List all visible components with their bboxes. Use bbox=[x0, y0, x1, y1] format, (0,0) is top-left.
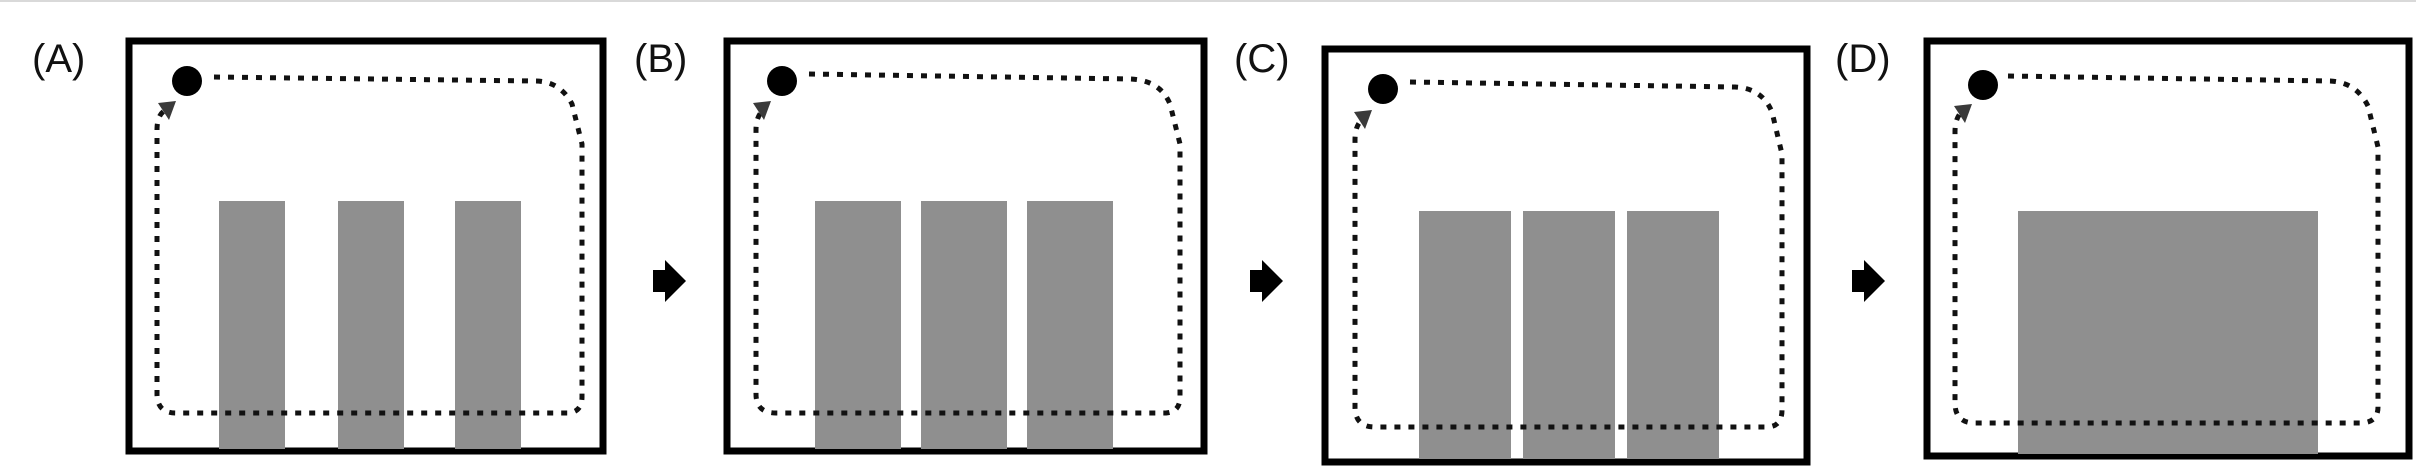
arrow-right-icon-3 bbox=[1852, 260, 1885, 302]
panel-b bbox=[723, 37, 1208, 455]
panel-d bbox=[1923, 37, 2413, 460]
panel-b-bar-1 bbox=[815, 201, 901, 449]
panel-label-c: (C) bbox=[1234, 37, 1290, 81]
panel-c-bar-3 bbox=[1627, 211, 1719, 459]
panel-d-robot-icon bbox=[1968, 70, 1998, 100]
panel-a bbox=[125, 37, 607, 455]
panel-b-bar-3 bbox=[1027, 201, 1113, 449]
panel-label-b: (B) bbox=[634, 37, 688, 81]
panel-b-robot-path bbox=[753, 71, 1183, 416]
arrow-right-icon-1 bbox=[653, 260, 686, 302]
panel-a-bar-1 bbox=[219, 201, 285, 449]
panel-c-bar-2 bbox=[1523, 211, 1615, 459]
panel-label-d: (D) bbox=[1835, 37, 1891, 81]
panel-d-robot-path bbox=[1952, 73, 2381, 426]
panel-c-heading-icon bbox=[1354, 110, 1372, 129]
panel-d-heading-icon bbox=[1954, 104, 1972, 123]
panel-a-bar-2 bbox=[338, 201, 404, 449]
panel-c-bar-1 bbox=[1419, 211, 1511, 459]
panel-d-bar-merged bbox=[2018, 211, 2318, 454]
panel-a-bar-3 bbox=[455, 201, 521, 449]
panel-a-robot-path bbox=[154, 74, 585, 416]
panel-c-robot-icon bbox=[1368, 74, 1398, 104]
panel-label-a: (A) bbox=[32, 37, 86, 81]
panel-b-robot-icon bbox=[767, 66, 797, 96]
panel-a-robot-icon bbox=[172, 66, 202, 96]
panel-c bbox=[1321, 45, 1811, 466]
panel-b-bar-2 bbox=[921, 201, 1007, 449]
panel-b-heading-icon bbox=[753, 101, 771, 120]
panel-a-heading-icon bbox=[158, 101, 176, 120]
arrow-right-icon-2 bbox=[1250, 260, 1283, 302]
